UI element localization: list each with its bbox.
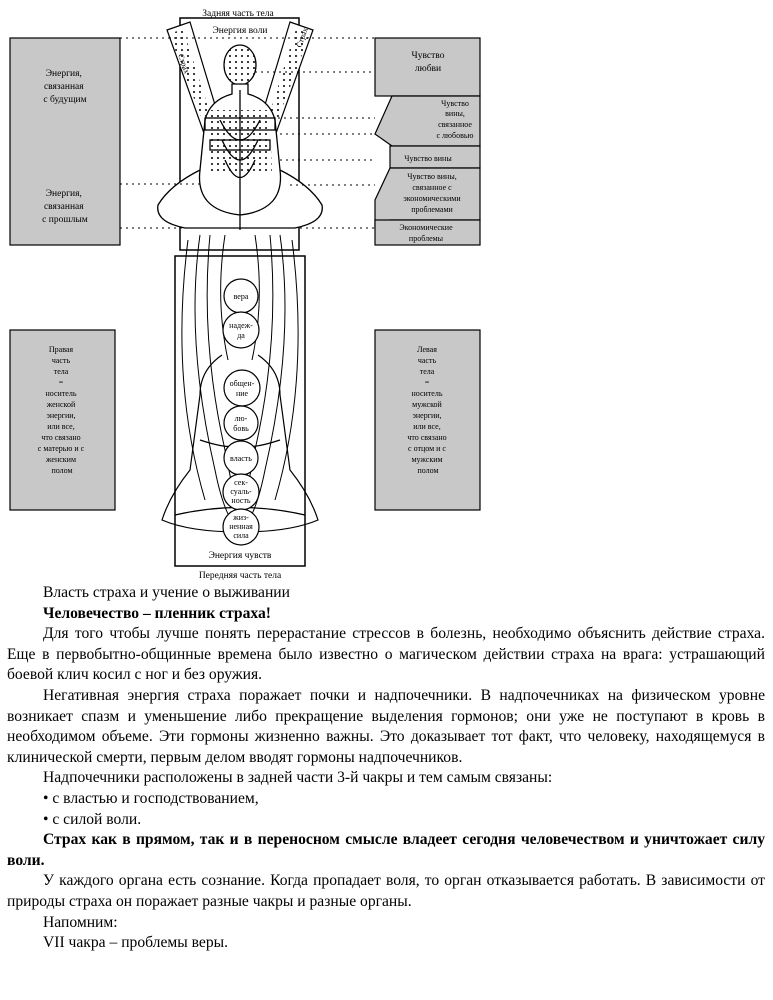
chakra-circle-hope xyxy=(222,311,260,349)
paragraph-2: Негативная энергия страха поражает почки… xyxy=(7,686,765,766)
love-box xyxy=(374,37,481,97)
paragraph-1: Для того чтобы лучше понять перерастание… xyxy=(7,625,765,684)
paragraph-4: Страх как в прямом, так и в переносном с… xyxy=(7,831,765,869)
bullet-power: • с властью и господствованием, xyxy=(43,789,259,807)
guide-lines xyxy=(120,37,375,229)
bullet-will: • с силой воли. xyxy=(43,810,142,828)
paragraph-6: Напомним: xyxy=(43,913,118,931)
svg-text:вера: вера xyxy=(234,292,249,301)
chakra-circles: вера надеж-да общен-ние лю-бовь власть с… xyxy=(222,278,261,546)
figure-caption: Власть страха и учение о выживании xyxy=(43,584,290,601)
will-energy-label: Энергия воли xyxy=(213,26,268,36)
svg-text:общен-ние: общен-ние xyxy=(230,379,255,398)
upper-body xyxy=(157,44,323,230)
paragraph-5: У каждого органа есть сознание. Когда пр… xyxy=(7,872,765,910)
chakra-circle-communication xyxy=(223,369,261,407)
front-frame xyxy=(174,255,306,567)
svg-text:власть: власть xyxy=(230,454,252,463)
svg-text:надеж-да: надеж-да xyxy=(229,321,253,340)
right-body-side-panel xyxy=(9,329,116,511)
chakra-diagram: Задняя часть тела Энергия воли Страх Стр… xyxy=(9,9,481,581)
page-text: Власть страха и учение о выживании Челов… xyxy=(7,583,765,954)
svg-text:Чувство вины: Чувство вины xyxy=(404,154,452,163)
top-label: Задняя часть тела xyxy=(202,9,274,19)
future-energy-label: Энергия, связанная с будущим xyxy=(43,69,86,105)
bottom-label: Передняя часть тела xyxy=(199,571,282,581)
chakra-circle-life-force xyxy=(222,508,260,546)
svg-text:сек-суаль-ность: сек-суаль-ность xyxy=(230,478,252,505)
section-heading: Человечество – пленник страха! xyxy=(43,604,271,622)
left-body-side-label: Левая часть тела = носитель мужской энер… xyxy=(407,345,448,475)
feelings-energy-label: Энергия чувств xyxy=(209,551,272,561)
economic-box xyxy=(374,219,481,246)
chakra-circle-love xyxy=(223,405,259,441)
left-energy-panel xyxy=(9,37,121,246)
paragraph-7: VII чакра – проблемы веры. xyxy=(43,934,228,952)
right-body-side-label: Правая часть тела = носитель женской эне… xyxy=(38,345,86,475)
svg-text:лю-бовь: лю-бовь xyxy=(233,414,249,433)
left-body-side-panel xyxy=(374,329,481,511)
love-guilt-box xyxy=(374,95,481,147)
fear-strip-right: Страх xyxy=(257,21,314,137)
past-energy-label: Энергия, связанная с прошлым xyxy=(42,189,88,225)
paragraph-3: Надпочечники расположены в задней части … xyxy=(43,769,553,787)
